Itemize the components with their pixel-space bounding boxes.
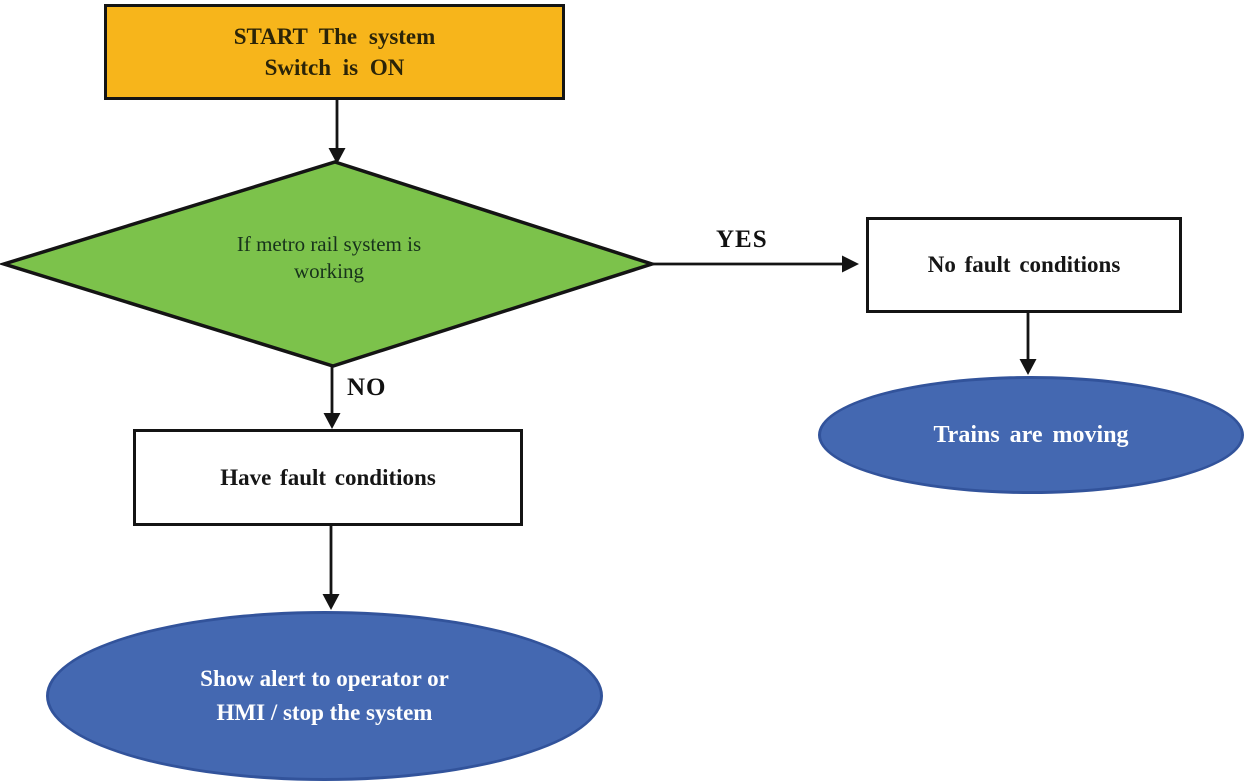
alert-label-line2: HMI / stop the system — [216, 700, 433, 725]
arrowhead-decision-to-no-fault — [842, 255, 859, 273]
no-branch-label: NO — [347, 374, 387, 401]
arrowhead-decision-to-have-fault — [323, 413, 341, 429]
arrowhead-start-to-decision — [328, 148, 346, 164]
decision-label: If metro rail system is working — [168, 231, 490, 285]
yes-branch-label: YES — [716, 226, 768, 253]
start-label-line2: Switch is ON — [264, 55, 405, 80]
arrowhead-have-fault-to-alert — [322, 594, 340, 610]
alert-node: Show alert to operator or HMI / stop the… — [46, 611, 603, 781]
arrowhead-no-fault-to-trains — [1019, 359, 1037, 375]
start-node: START The system Switch is ON — [104, 4, 565, 100]
start-label-line1: START The system — [233, 24, 436, 49]
decision-label-line2: working — [294, 259, 364, 283]
have-fault-node: Have fault conditions — [133, 429, 523, 526]
no-fault-node: No fault conditions — [866, 217, 1182, 313]
decision-label-line1: If metro rail system is — [236, 232, 422, 256]
alert-label-line1: Show alert to operator or — [200, 666, 449, 691]
trains-moving-node: Trains are moving — [818, 376, 1244, 494]
